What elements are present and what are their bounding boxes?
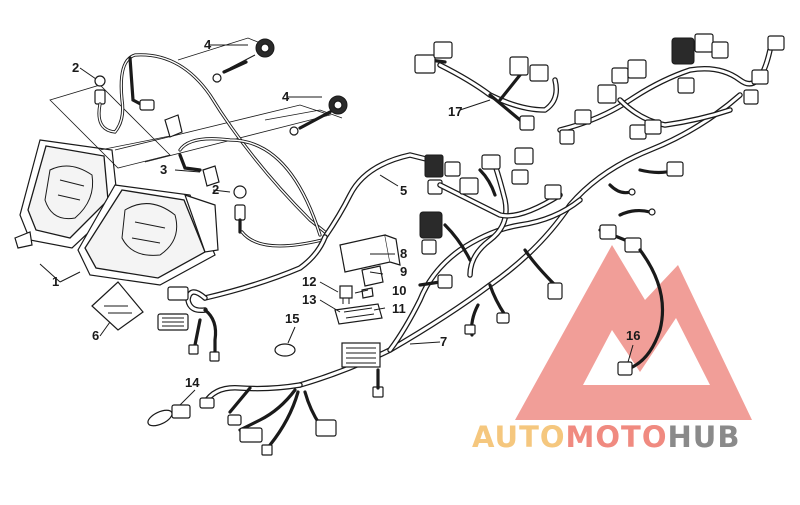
terminal-10 — [361, 287, 374, 299]
watermark-hub: HUB — [668, 420, 741, 454]
leader-lines — [39, 44, 634, 406]
harness-right-upper — [557, 33, 785, 217]
callout-2-upper: 2 — [72, 60, 79, 75]
watermark-logo: AUTOMOTOHUB — [472, 245, 752, 454]
headlight-wiring — [97, 53, 327, 248]
callout-11: 11 — [392, 301, 406, 316]
headlight-right — [77, 184, 219, 286]
callout-4-upper: 4 — [204, 37, 212, 52]
rear-harness-14 — [147, 342, 384, 456]
callout-9: 9 — [400, 264, 407, 279]
main-harness-5 — [157, 152, 461, 362]
center-connector-cluster — [419, 147, 664, 376]
connector-left-a — [167, 286, 189, 301]
diode-12 — [339, 285, 353, 304]
callout-8: 8 — [400, 246, 407, 261]
callout-12: 12 — [302, 274, 316, 289]
relay-9 — [361, 265, 384, 287]
callout-2-lower: 2 — [212, 182, 219, 197]
bulb-holder-3 — [164, 114, 220, 187]
watermark-triangle-inner — [583, 318, 710, 385]
callout-labels: 2 4 4 3 2 5 1 6 7 8 9 10 11 12 13 14 15 … — [52, 37, 640, 390]
callout-7: 7 — [440, 334, 447, 349]
harness-17 — [414, 41, 559, 131]
main-harness-7 — [297, 92, 743, 388]
relay-module-8 — [339, 234, 401, 273]
bulb-socket-lower — [233, 185, 247, 234]
callout-15: 15 — [285, 311, 299, 326]
callout-13: 13 — [302, 292, 316, 307]
watermark-moto: MOTO — [566, 420, 668, 454]
watermark-auto: AUTO — [472, 420, 566, 454]
callout-16: 16 — [626, 328, 640, 343]
callout-5: 5 — [400, 183, 407, 198]
callout-14: 14 — [185, 375, 200, 390]
callout-1: 1 — [52, 274, 59, 289]
ring-15 — [274, 343, 296, 357]
callout-4-lower: 4 — [282, 89, 290, 104]
callout-17: 17 — [448, 104, 462, 119]
callout-6: 6 — [92, 328, 99, 343]
bulb-socket-upper — [94, 75, 106, 105]
adjuster-upper — [212, 38, 275, 83]
holder-13 — [334, 303, 383, 325]
callout-10: 10 — [392, 283, 406, 298]
headlight-left — [14, 139, 119, 249]
adjuster-lower — [289, 95, 348, 136]
svg-text:AUTOMOTOHUB: AUTOMOTOHUB — [472, 420, 740, 454]
callout-3: 3 — [160, 162, 167, 177]
